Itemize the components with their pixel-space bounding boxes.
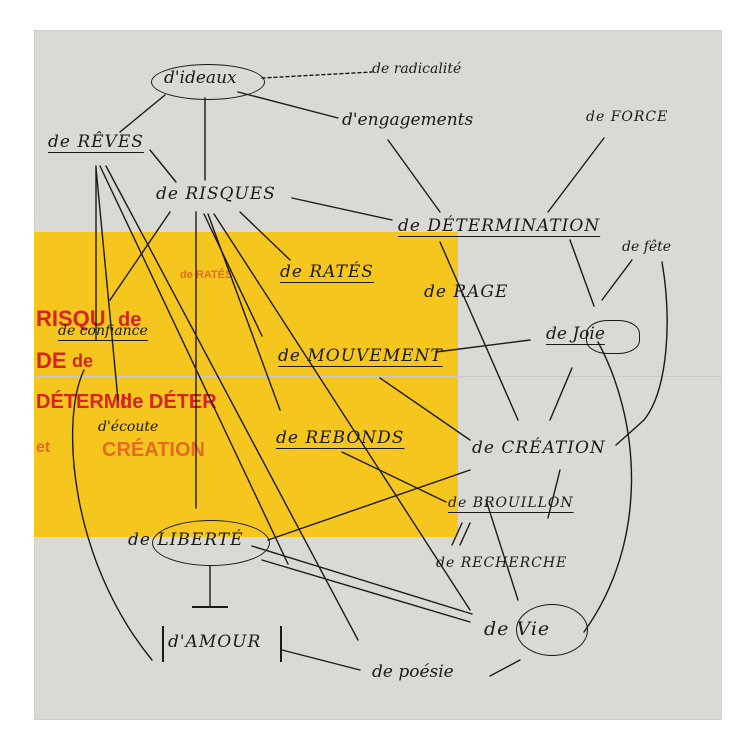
word-recherche: de RECHERCHE (436, 555, 568, 571)
word-brouillon: de BROUILLON (448, 495, 574, 511)
word-poesie: de poésie (372, 662, 454, 682)
word-rebonds: de REBONDS (276, 428, 405, 448)
word-determination: de DÉTERMINATION (398, 216, 601, 236)
word-amour: d'AMOUR (168, 632, 262, 652)
ideaux-ellipse (151, 64, 265, 100)
liberte-ellipse (152, 520, 270, 566)
word-rage: de RAGE (424, 282, 509, 302)
red-stencil-risqu: RISQU (36, 306, 106, 331)
word-force: de FORCE (586, 109, 669, 125)
word-fete: de fête (622, 239, 672, 255)
word-vie: de Vie (484, 618, 551, 640)
word-liberte: de LIBERTÉ (128, 530, 244, 550)
red-stencil-de-block: DE (36, 348, 67, 373)
word-rates: de RATÉS (280, 262, 374, 282)
red-stencil-creation: CRÉATION (102, 439, 205, 461)
word-confiance: de confiance (58, 323, 148, 339)
red-stencil-determ: DÉTERMI (36, 391, 126, 413)
word-mouvement: de MOUVEMENT (278, 346, 443, 366)
word-risques: de RISQUES (156, 184, 276, 204)
word-ecoute: d'écoute (98, 419, 159, 435)
amour-box-top (192, 606, 228, 608)
amour-box-left (162, 626, 164, 662)
red-stencil-et: et (36, 439, 51, 456)
red-stencil-de-1: de (118, 309, 142, 331)
word-creation: de CRÉATION (472, 438, 606, 458)
paper-fold-line (34, 376, 722, 377)
word-ideaux: d'ideaux (164, 68, 237, 88)
red-stencil-de-deter: de DÉTER (120, 391, 217, 413)
vie-ellipse (516, 604, 588, 656)
word-joie: de Joie (546, 324, 605, 344)
joie-ellipse (586, 320, 640, 354)
word-engagements: d'engagements (342, 110, 474, 130)
word-radicalite: de radicalité (372, 61, 462, 77)
amour-box-right (280, 626, 282, 662)
yellow-paint-block (34, 232, 458, 537)
red-smudge-rates: de RATÉS (180, 269, 233, 281)
red-stencil-de-2: de (72, 351, 94, 371)
word-reves: de RÊVES (48, 132, 144, 152)
